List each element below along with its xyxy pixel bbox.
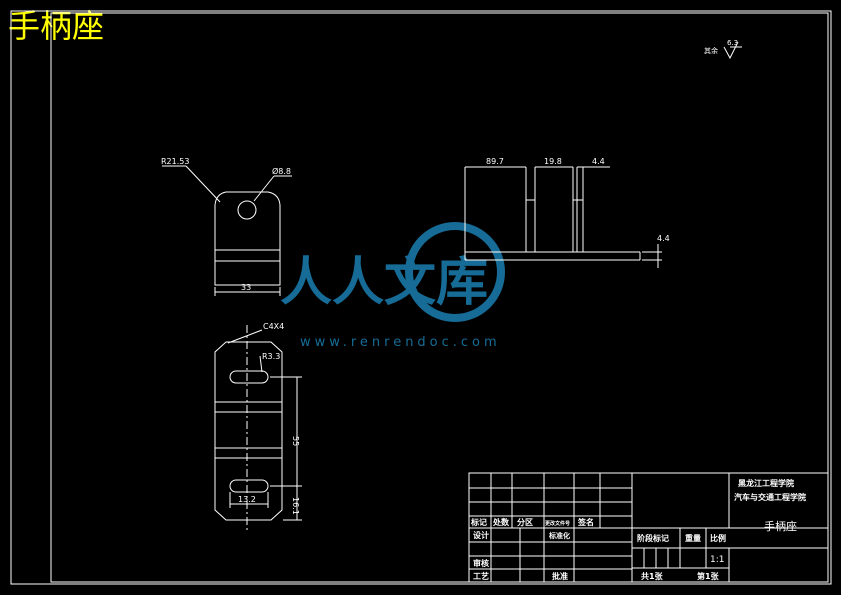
- dim-hole-dia: Ø8.8: [272, 166, 291, 176]
- slot-lower: [229, 479, 269, 493]
- view-front: [214, 325, 302, 530]
- tb-zone: 分区: [517, 517, 533, 527]
- tb-change-doc: 更改文件号: [545, 520, 570, 527]
- dim-slot-radius: R3.3: [262, 352, 280, 361]
- inner-frame: [50, 12, 829, 583]
- tb-mark: 标记: [470, 517, 487, 527]
- dim-thk-h2: 19.8: [544, 157, 562, 166]
- tb-standardize: 标准化: [548, 531, 570, 540]
- surface-finish-value: 6.3: [727, 39, 738, 47]
- front-outline: [214, 341, 283, 521]
- tb-scale: 1:1: [710, 555, 724, 565]
- tb-review: 审核: [473, 558, 489, 568]
- tb-weight: 重量: [685, 533, 701, 543]
- tb-signature: 签名: [577, 517, 594, 527]
- dim-chamfer: C4X4: [263, 322, 284, 331]
- tb-part-name: 手柄座: [764, 519, 797, 533]
- dim-width: 33: [241, 283, 251, 292]
- tb-college: 汽车与交通工程学院: [734, 492, 806, 502]
- part-outline: [214, 191, 281, 286]
- bolt-hole: [237, 200, 257, 220]
- tb-approve: 批准: [552, 571, 568, 581]
- view-top-left: [162, 165, 292, 296]
- surface-finish-symbol: 其余 6.3: [704, 39, 742, 60]
- dim-thk-v: 4.4: [657, 234, 670, 243]
- view-side: [464, 166, 662, 268]
- watermark-url: www.renrendoc.com: [300, 335, 501, 350]
- watermark: 人人文库 www.renrendoc.com: [280, 222, 505, 350]
- tb-total-sheets: 共1张: [641, 571, 664, 581]
- surface-finish-label: 其余: [704, 46, 718, 55]
- dim-slot-offset: 16.1: [291, 497, 300, 515]
- dim-thk-h3: 4.4: [592, 157, 605, 166]
- tb-design: 设计: [473, 530, 489, 540]
- dim-slot-length: 13.2: [238, 495, 256, 504]
- dim-thk-h1: 89.7: [486, 157, 504, 166]
- tb-count: 处数: [492, 517, 510, 527]
- dim-slot-spacing: 55: [291, 436, 300, 446]
- slot-upper: [229, 370, 269, 384]
- watermark-ring: [405, 222, 505, 322]
- title-block: [468, 472, 829, 583]
- dim-r-outer: R21.53: [161, 157, 189, 166]
- outer-frame: [10, 10, 832, 585]
- tb-school: 黑龙江工程学院: [738, 478, 794, 488]
- tb-process: 工艺: [473, 571, 489, 581]
- tb-sheet-no: 第1张: [697, 571, 720, 581]
- watermark-text: 人人文库: [280, 253, 488, 313]
- tb-stage-mark: 阶段标记: [637, 533, 669, 543]
- tb-scale-label: 比例: [710, 533, 726, 543]
